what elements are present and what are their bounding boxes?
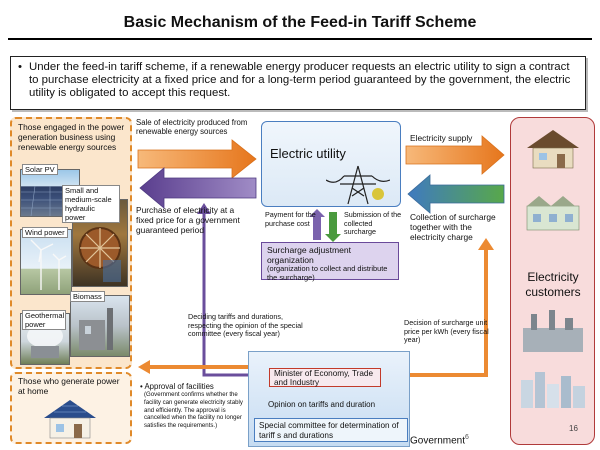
renewable-producers-box: Those engaged in the power generation bu… [10, 117, 132, 369]
industrial-plant-icon [523, 310, 583, 352]
special-committee-box: Special committee for determination of t… [254, 418, 408, 442]
government-superscript: 6 [465, 434, 469, 441]
collection-arrow [407, 174, 505, 214]
residence-icon [527, 130, 579, 169]
government-label: Government6 [410, 434, 469, 446]
decision-arrow [381, 247, 488, 377]
decision-surcharge-label: Decision of surcharge unit price per kWh… [404, 318, 489, 345]
supply-arrow [405, 135, 505, 175]
producers-heading: Those engaged in the power generation bu… [18, 122, 125, 152]
home-producers-box: Those who generate power at home [10, 372, 132, 444]
intro-text: Under the feed-in tariff scheme, if a re… [29, 61, 571, 99]
wind-label: Wind power [22, 227, 68, 238]
hydro-label: Small and medium-scale hydraulic power [62, 185, 120, 223]
biomass-photo [70, 295, 130, 357]
intro-bullet: • [18, 61, 22, 73]
home-heading: Those who generate power at home [18, 376, 120, 396]
intro-box: • Under the feed-in tariff scheme, if a … [10, 56, 586, 110]
page-number: 16 [569, 424, 578, 433]
purchase-arrow [139, 167, 257, 209]
submission-arrow [325, 212, 341, 242]
city-buildings-icon [521, 372, 585, 408]
approval-heading: • Approval of facilities [140, 382, 214, 391]
submission-label: Submission of the collected surcharge [344, 210, 402, 237]
solar-label: Solar PV [22, 164, 58, 175]
sale-arrow [137, 139, 257, 179]
wind-power-photo [20, 229, 72, 295]
opinion-label: Opinion on tariffs and duration [268, 400, 376, 409]
sale-label: Sale of electricity produced from renewa… [136, 118, 248, 137]
utility-label: Electric utility [270, 146, 346, 161]
collection-label: Collection of surcharge together with th… [410, 212, 496, 242]
government-label-text: Government [410, 435, 466, 447]
payment-label: Payment for the purchase cost [265, 210, 316, 228]
approval-block: • Approval of facilities (Government con… [140, 382, 250, 429]
surcharge-org-note: (organization to collect and distribute … [267, 264, 388, 282]
electricity-customers-box: Electricity customers 16 [510, 117, 595, 445]
deciding-arrow [202, 210, 269, 377]
minister-box: Minister of Economy, Trade and Industry [269, 368, 381, 387]
factory-icon [526, 196, 580, 231]
supply-label: Electricity supply [410, 133, 473, 143]
customers-label: Electricity customers [525, 270, 581, 299]
biomass-label: Biomass [70, 291, 105, 302]
house-icon [44, 400, 96, 439]
surcharge-organization-box: Surcharge adjustment organization (organ… [261, 242, 399, 282]
surcharge-org-name: Surcharge adjustment organization [267, 245, 352, 265]
payment-arrow [309, 209, 325, 240]
electric-utility-box: Electric utility [261, 121, 401, 207]
deciding-label: Deciding tariffs and durations, respecti… [188, 312, 303, 339]
title-divider [8, 38, 592, 40]
transmission-tower-icon [326, 165, 390, 205]
page-title: Basic Mechanism of the Feed-in Tariff Sc… [123, 14, 477, 31]
approval-note: (Government confirms whether the facilit… [144, 391, 243, 429]
purchase-label: Purchase of electricity at a fixed price… [136, 205, 240, 235]
geothermal-label: Geothermal power [22, 310, 66, 330]
